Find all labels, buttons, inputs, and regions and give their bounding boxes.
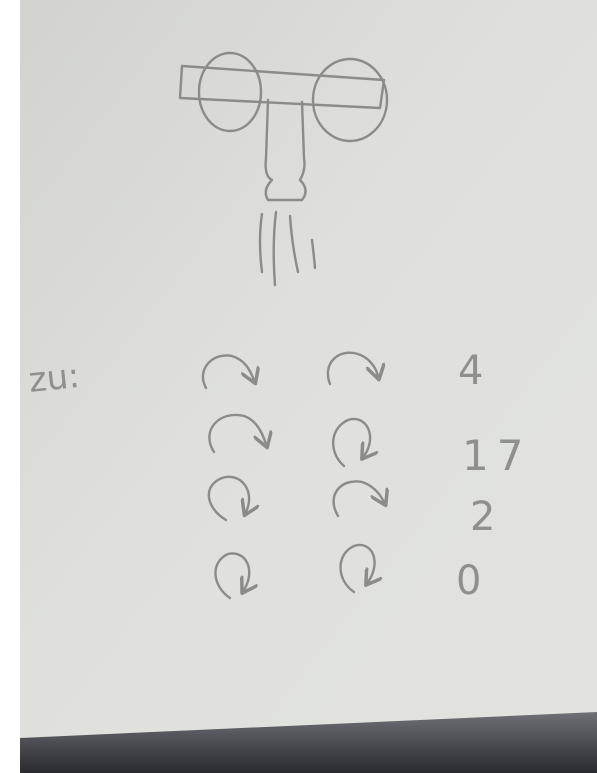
count-row-4: 0 [456, 558, 481, 604]
zu-label: zu: [27, 356, 82, 401]
left-margin [0, 0, 20, 773]
count-row-3: 2 [470, 494, 495, 540]
paper-surface [20, 0, 597, 738]
count-row-2: 17 [462, 431, 531, 480]
count-row-1: 4 [458, 348, 483, 394]
